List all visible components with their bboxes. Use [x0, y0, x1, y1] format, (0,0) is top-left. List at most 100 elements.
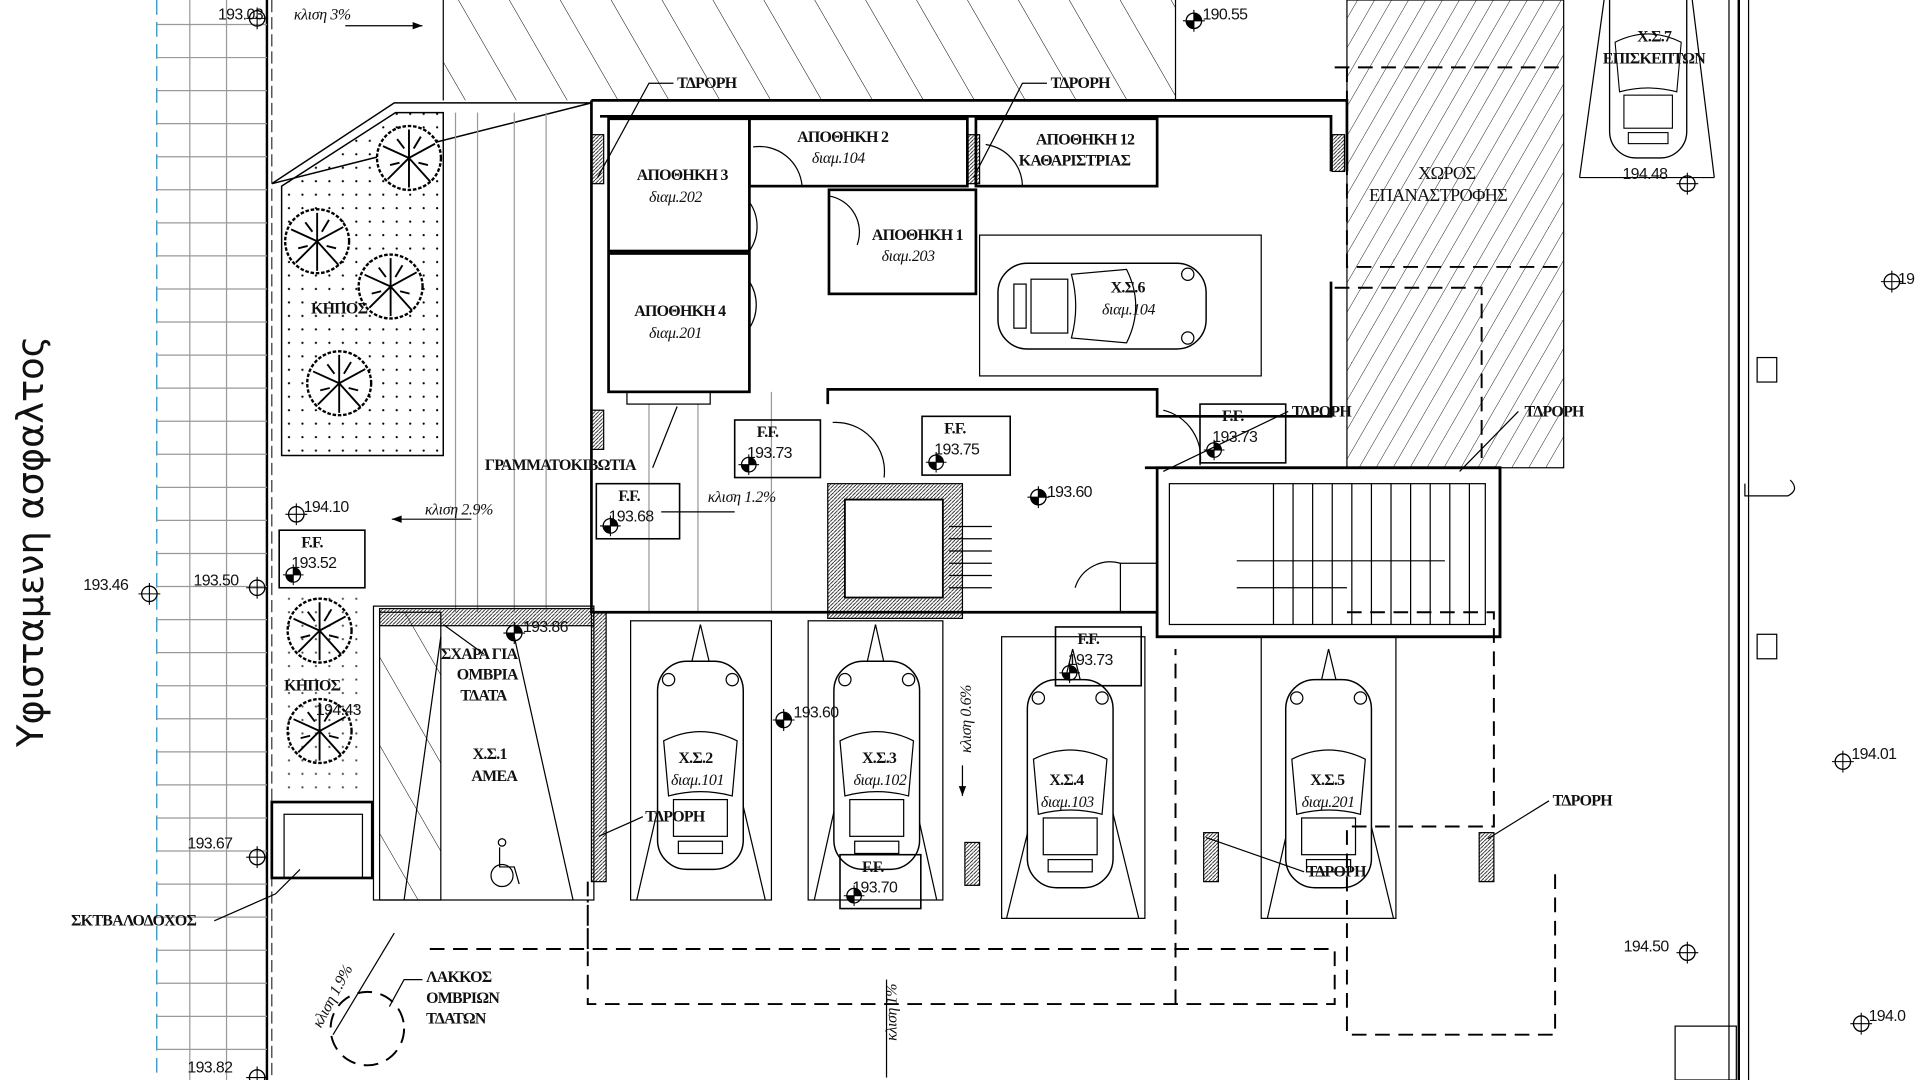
ff-level: 193.73	[1068, 652, 1114, 669]
parking-sub: διαμ.103	[1041, 794, 1094, 811]
room-sub: διαμ.203	[882, 248, 935, 265]
downpipe-label: ΤΔΡΟΡΗ	[1292, 403, 1353, 420]
level-marker-icon	[246, 1066, 269, 1080]
elevation-label: 193.46	[83, 577, 129, 594]
downpipe-label: ΤΔΡΟΡΗ	[677, 75, 738, 92]
elevation-label: 193.60	[793, 705, 839, 722]
elevation-label: 194.43	[316, 702, 362, 719]
entrance-steps	[948, 525, 992, 589]
level-marker-icon	[1676, 172, 1699, 195]
parking-label: Χ.Σ.2	[678, 750, 713, 767]
downpipe-label: ΤΔΡΟΡΗ	[1524, 403, 1585, 420]
elevation-label: 194.50	[1624, 938, 1670, 955]
parking-space-2	[630, 620, 773, 901]
grate-label: ΤΔΑΤΑ	[460, 687, 508, 704]
parking-sub: ΕΠΙΣΚΕΠΤΩΝ	[1603, 51, 1706, 68]
ff-label: F.F.	[618, 488, 640, 505]
room-label: ΑΠΟΘΗΚΗ 1	[872, 227, 964, 244]
ff-label: F.F.	[1222, 408, 1244, 425]
parking-sub: διαμ.104	[1102, 302, 1155, 319]
grate-label: ΣΧΑΡΑ ΓΙΑ	[441, 646, 519, 663]
garden-label: ΚΗΠΟΣ	[311, 300, 368, 317]
car-icon	[1608, 0, 1688, 159]
elevation-label: 194.0	[1869, 1008, 1907, 1025]
elevation-label: 194.48	[1622, 166, 1668, 183]
ff-label: F.F.	[1078, 631, 1100, 648]
downpipe-label: ΤΔΡΟΡΗ	[645, 809, 706, 826]
level-marker-icon	[246, 846, 269, 869]
sidewalk-grid	[156, 0, 273, 1080]
garden-label: ΚΗΠΟΣ	[284, 678, 341, 695]
room-label: ΑΠΟΘΗΚΗ 2	[797, 129, 889, 146]
courtyard-tiles	[454, 112, 773, 613]
sidewalk-grid-lines	[156, 23, 267, 1050]
finished-floor-box: F.F. 193.68	[595, 482, 681, 540]
room-sub: ΚΑΘΑΡΙΣΤΡΙΑΣ	[1019, 152, 1131, 169]
ff-level: 193.73	[747, 445, 793, 462]
parking-label: Χ.Σ.5	[1310, 772, 1345, 789]
parking-space-6	[978, 234, 1262, 377]
level-marker-icon	[1676, 941, 1699, 964]
parking-label: Χ.Σ.4	[1049, 772, 1084, 789]
parking-label: Χ.Σ.6	[1111, 280, 1146, 297]
room-label: ΑΠΟΘΗΚΗ 12	[1036, 131, 1135, 148]
ff-level: 193.75	[934, 441, 980, 458]
elevation-label: 193.82	[187, 1060, 233, 1077]
elevation-label: 194.10	[304, 499, 350, 516]
parking-sub: διαμ.201	[1302, 794, 1355, 811]
room-label: ΑΠΟΘΗΚΗ 3	[637, 167, 729, 184]
parking-sub: διαμ.102	[853, 772, 906, 789]
slope-label: κλιση 2.9%	[425, 501, 493, 518]
ff-level: 193.52	[291, 555, 337, 572]
ff-level: 193.73	[1212, 429, 1258, 446]
finished-floor-boxes: F.F.193.73F.F.193.75F.F.193.73F.F.193.68…	[278, 403, 1287, 910]
pit-label: ΛΑΚΚΟΣ	[426, 969, 492, 986]
parking-sub: διαμ.101	[671, 772, 724, 789]
road-label: Υφισταμενη ασφαλτος	[9, 336, 52, 748]
turning-label: ΕΠΑΝΑΣΤΡΟΦΗΣ	[1369, 185, 1507, 205]
parking-label: Χ.Σ.1	[473, 746, 508, 763]
finished-floor-box: F.F. 193.52	[278, 529, 366, 589]
elevation-label: 193.60	[1047, 484, 1093, 501]
parking-sub: ΑΜΕΑ	[471, 768, 518, 785]
ff-label: F.F.	[862, 859, 884, 876]
finished-floor-box: F.F. 193.73	[1199, 403, 1287, 464]
ff-label: F.F.	[757, 424, 779, 441]
rainwater-pit	[329, 990, 406, 1067]
ff-level: 193.70	[852, 880, 898, 897]
parking-label: Χ.Σ.7	[1637, 29, 1672, 46]
room-sub: διαμ.202	[649, 189, 702, 206]
hatched-area-top	[443, 0, 1176, 101]
finished-floor-box: F.F. 193.73	[1054, 626, 1143, 687]
elevation-label: 194.01	[1851, 746, 1897, 763]
garden-area-2	[281, 597, 368, 794]
elevation-label: 190.55	[1202, 7, 1248, 24]
elevation-label: 193.03	[218, 7, 264, 24]
elevation-label: 193.50	[193, 572, 239, 589]
room-label: ΑΠΟΘΗΚΗ 4	[634, 303, 726, 320]
bin-enclosure	[270, 800, 374, 880]
staircase	[1119, 466, 1502, 639]
turning-label: ΧΩΡΟΣ	[1418, 163, 1475, 183]
finished-floor-box: F.F. 193.73	[733, 419, 822, 479]
bin-label: ΣΚΤΒΑΛΟΔΟΧΟΣ	[71, 913, 197, 930]
slope-label: κλιση 3%	[294, 7, 351, 24]
slope-label: κλιση 1%	[883, 984, 900, 1041]
pit-label: ΤΔΑΤΩΝ	[426, 1011, 487, 1028]
road-edge-lines	[1728, 0, 1750, 1080]
slope-label: κλιση 0.6%	[958, 685, 975, 753]
mailboxes-label: ΓΡΑΜΜΑΤΟΚΙΒΩΤΙΑ	[485, 457, 637, 474]
slope-label: κλιση 1.2%	[708, 489, 776, 506]
ff-label: F.F.	[301, 534, 323, 551]
level-marker-icon	[772, 708, 795, 732]
ff-level: 193.68	[609, 509, 655, 526]
parking-space-3	[807, 620, 944, 901]
elevation-label: 193.67	[187, 836, 233, 853]
parking-space-5	[1260, 636, 1397, 919]
turning-area	[1346, 0, 1565, 469]
grate-label: ΟΜΒΡΙΑ	[457, 667, 519, 684]
room-sub: διαμ.201	[649, 325, 702, 342]
room-sub: διαμ.104	[812, 150, 865, 167]
